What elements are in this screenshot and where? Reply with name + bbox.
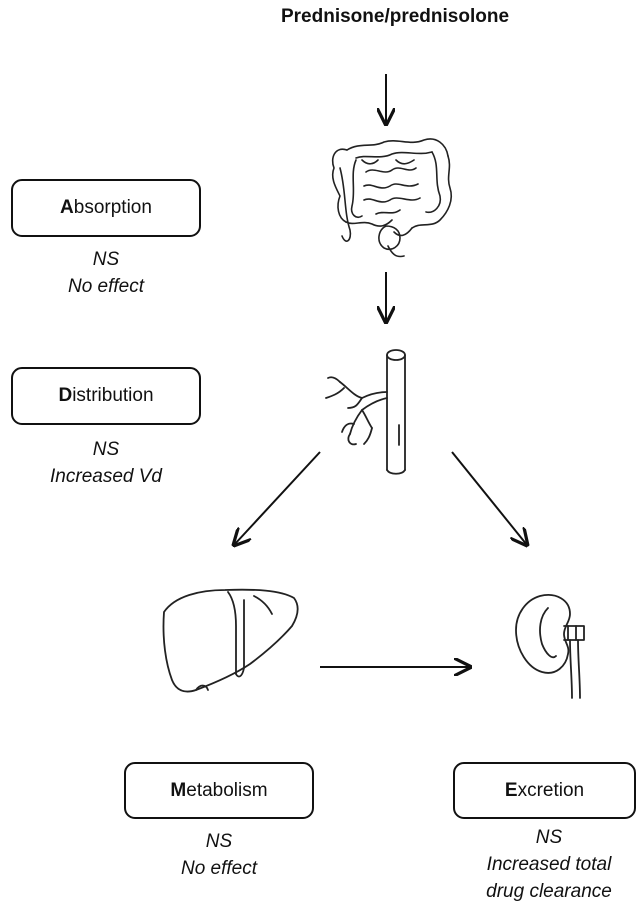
arrow-vessel-to-liver xyxy=(234,452,320,545)
blood-vessel-icon xyxy=(326,350,405,474)
liver-icon xyxy=(163,590,297,692)
arrow-vessel-to-kidney xyxy=(452,452,527,545)
kidney-icon xyxy=(516,595,584,698)
intestine-icon xyxy=(333,139,452,257)
